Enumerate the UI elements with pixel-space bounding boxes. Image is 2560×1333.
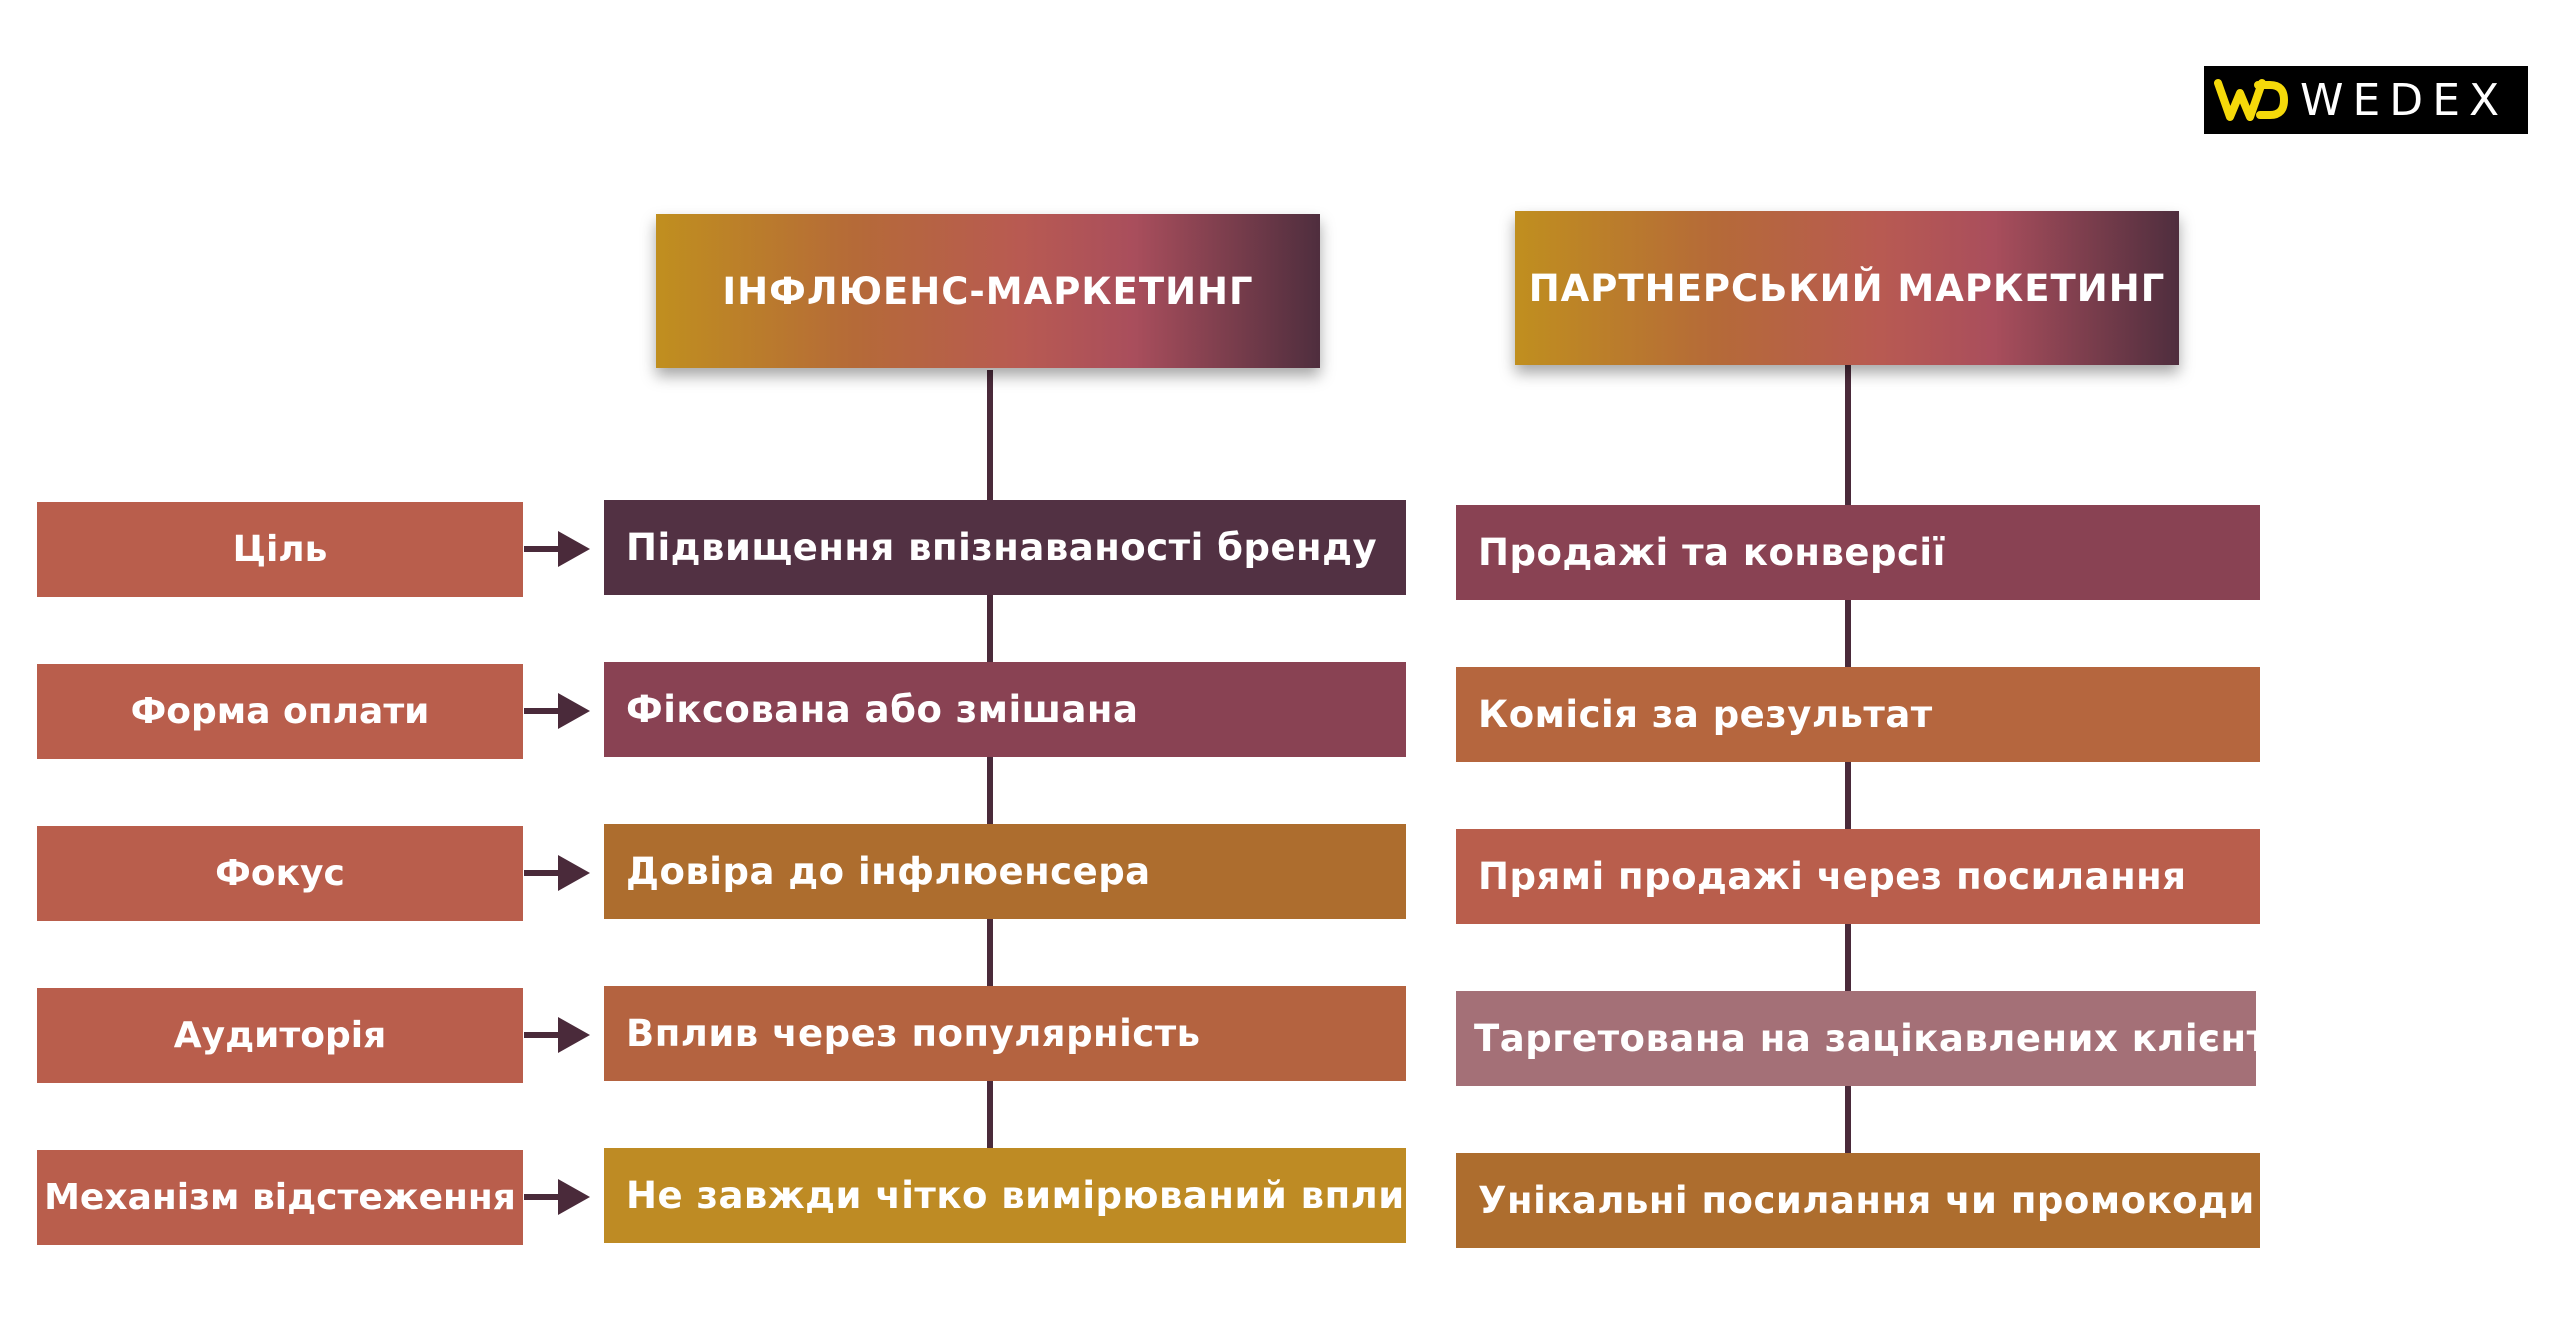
column-header-influencer: ІНФЛЮЕНС-МАРКЕТИНГ bbox=[656, 214, 1320, 368]
column-title: ПАРТНЕРСЬКИЙ МАРКЕТИНГ bbox=[1528, 266, 2166, 310]
criterion-goal: Ціль bbox=[37, 502, 523, 597]
criterion-label: Фокус bbox=[215, 853, 345, 894]
item-text: Таргетована на зацікавлених клієнтів bbox=[1474, 1017, 2306, 1060]
affiliate-item: Прямі продажі через посилання bbox=[1456, 829, 2260, 924]
affiliate-item: Таргетована на зацікавлених клієнтів bbox=[1456, 991, 2305, 1086]
item-text: Не завжди чітко вимірюваний вплив bbox=[626, 1174, 1429, 1217]
influencer-item: Вплив через популярність bbox=[604, 986, 1406, 1081]
arrow-right-icon bbox=[524, 693, 590, 729]
item-text: Вплив через популярність bbox=[626, 1012, 1201, 1055]
arrow-right-icon bbox=[524, 1179, 590, 1215]
affiliate-item: Продажі та конверсії bbox=[1456, 505, 2260, 600]
item-text: Прямі продажі через посилання bbox=[1478, 855, 2187, 898]
logo-text: WEDEX bbox=[2300, 74, 2509, 126]
item-text: Підвищення впізнаваності бренду bbox=[626, 526, 1378, 569]
column-title: ІНФЛЮЕНС-МАРКЕТИНГ bbox=[722, 269, 1254, 313]
criterion-focus: Фокус bbox=[37, 826, 523, 921]
item-text: Довіра до інфлюенсера bbox=[626, 850, 1151, 893]
influencer-item: Не завжди чітко вимірюваний вплив bbox=[604, 1148, 1428, 1243]
criterion-label: Аудиторія bbox=[173, 1015, 387, 1056]
wedex-logo: WEDEX bbox=[2204, 66, 2528, 134]
arrow-right-icon bbox=[524, 531, 590, 567]
item-text: Продажі та конверсії bbox=[1478, 531, 1946, 574]
column-header-affiliate: ПАРТНЕРСЬКИЙ МАРКЕТИНГ bbox=[1515, 211, 2179, 365]
arrow-right-icon bbox=[524, 1017, 590, 1053]
wd-mark-icon bbox=[2214, 79, 2288, 121]
affiliate-item: Унікальні посилання чи промокоди bbox=[1456, 1153, 2260, 1248]
left-connector-line bbox=[987, 370, 993, 1150]
criterion-tracking: Механізм відстеження bbox=[37, 1150, 523, 1245]
influencer-item: Довіра до інфлюенсера bbox=[604, 824, 1406, 919]
influencer-item: Фіксована або змішана bbox=[604, 662, 1406, 757]
influencer-item: Підвищення впізнаваності бренду bbox=[604, 500, 1406, 595]
criterion-label: Ціль bbox=[232, 529, 328, 570]
criterion-label: Механізм відстеження bbox=[44, 1177, 516, 1218]
item-text: Унікальні посилання чи промокоди bbox=[1478, 1179, 2255, 1222]
item-text: Комісія за результат bbox=[1478, 693, 1933, 736]
criterion-audience: Аудиторія bbox=[37, 988, 523, 1083]
item-text: Фіксована або змішана bbox=[626, 688, 1139, 731]
affiliate-item: Комісія за результат bbox=[1456, 667, 2260, 762]
arrow-right-icon bbox=[524, 855, 590, 891]
criterion-label: Форма оплати bbox=[130, 691, 430, 732]
criterion-payment: Форма оплати bbox=[37, 664, 523, 759]
